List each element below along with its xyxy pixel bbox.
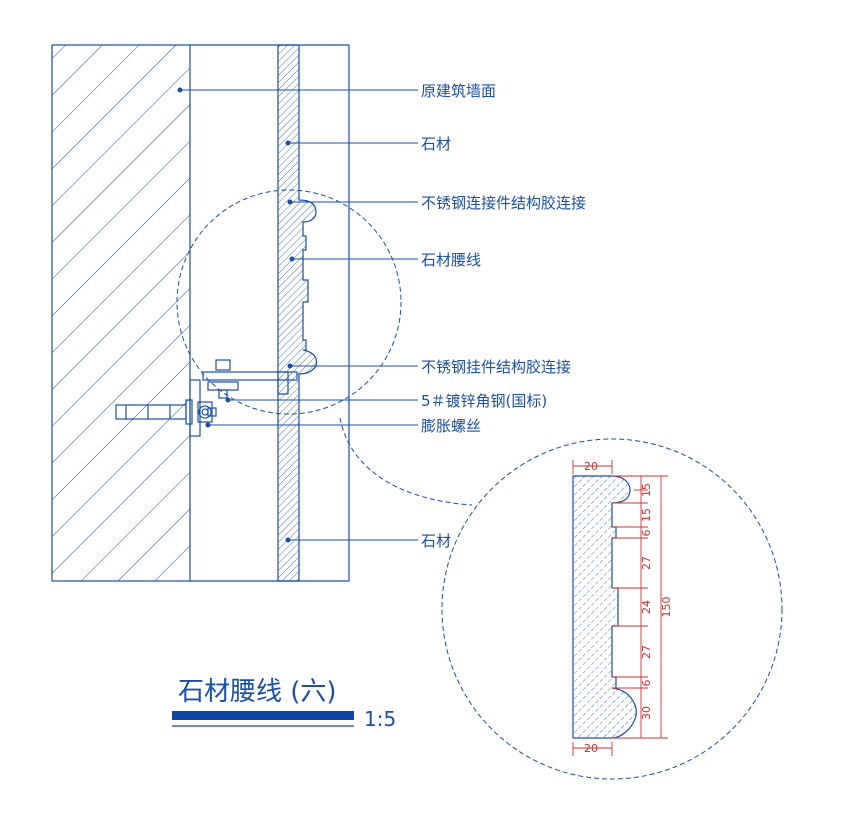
label-expansion-bolt: 膨胀螺丝 xyxy=(421,417,481,435)
dim-width-bottom: 20 xyxy=(584,742,598,755)
section-frame xyxy=(190,44,350,582)
enlarged-waistline-profile xyxy=(572,475,637,739)
detail-circle-small xyxy=(176,189,402,415)
label-stone-waistline: 石材腰线 xyxy=(421,251,481,269)
angle-steel-assembly xyxy=(189,359,298,437)
leader-lines xyxy=(177,87,418,543)
dimension-lines xyxy=(572,460,668,756)
dim-segment-2: 15 xyxy=(640,508,653,522)
original-wall xyxy=(51,44,191,582)
label-angle-steel: 5＃镀锌角钢(国标) xyxy=(421,392,547,410)
dim-total: 150 xyxy=(660,597,673,618)
dim-segment-4: 27 xyxy=(640,556,653,570)
drawing-scale: 1:5 xyxy=(364,707,396,731)
dim-width-top: 20 xyxy=(584,460,598,473)
dim-segment-1: 15 xyxy=(640,483,653,497)
dim-segment-3: 6 xyxy=(640,530,653,537)
expansion-bolt xyxy=(115,399,217,425)
detail-leader-curve xyxy=(339,417,473,506)
dim-segment-7: 6 xyxy=(640,680,653,687)
dim-segment-6: 27 xyxy=(640,645,653,659)
title-underline-bar xyxy=(172,711,354,720)
title-block: 石材腰线 (六) 1:5 xyxy=(172,677,396,731)
label-ss-hanger-glue: 不锈钢挂件结构胶连接 xyxy=(421,358,571,376)
detail-circle-large xyxy=(441,438,783,780)
stone-cladding xyxy=(277,44,318,582)
drawing-title: 石材腰线 (六) xyxy=(178,677,337,707)
label-ss-connector-glue: 不锈钢连接件结构胶连接 xyxy=(421,194,586,212)
label-stone-top: 石材 xyxy=(421,135,451,153)
dim-segment-5: 24 xyxy=(640,600,653,614)
label-original-wall: 原建筑墙面 xyxy=(421,82,496,100)
dim-segment-8: 30 xyxy=(640,706,653,720)
label-stone-bottom: 石材 xyxy=(421,532,451,550)
